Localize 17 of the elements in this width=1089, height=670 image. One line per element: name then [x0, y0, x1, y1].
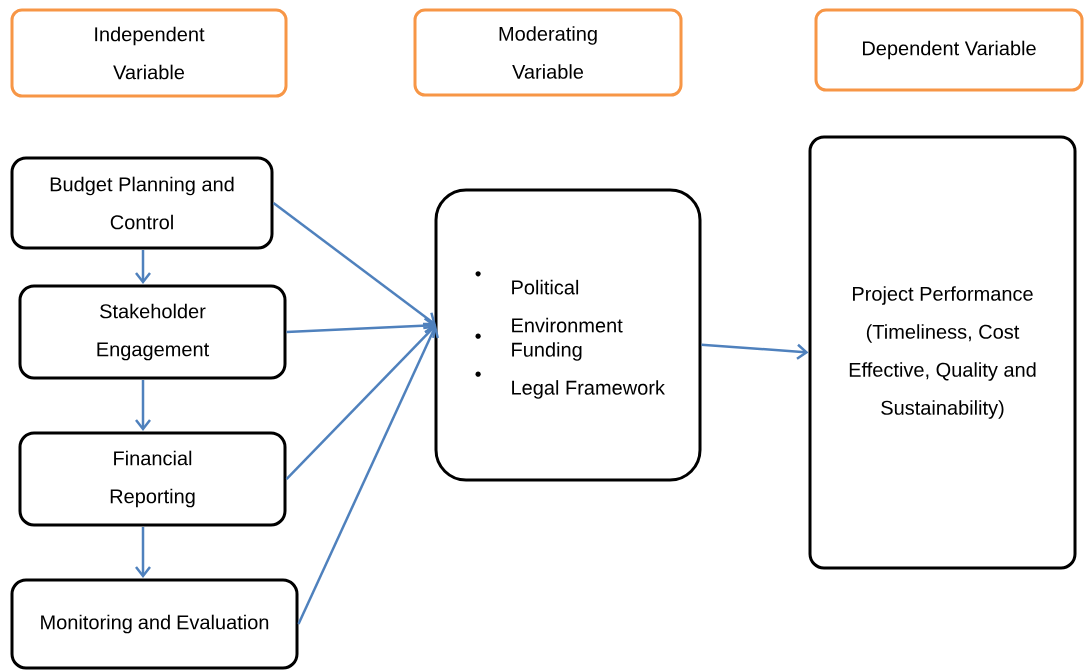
arrow — [272, 202, 436, 326]
arrow — [135, 250, 151, 284]
process-box: Monitoring and Evaluation — [10, 578, 299, 670]
arrow — [286, 317, 436, 334]
arrow — [135, 527, 151, 578]
process-box: Project Performance (Timeliness, Cost Effective, Quality and Sustainability) — [808, 135, 1077, 570]
arrow — [297, 325, 439, 625]
process-box: Financial Reporting — [18, 431, 287, 527]
arrow — [701, 343, 809, 360]
arrow — [135, 380, 151, 431]
arrow — [285, 325, 436, 480]
bullet-list-box: Political Environment Funding Legal Framework — [434, 188, 702, 482]
process-box: Stakeholder Engagement — [18, 284, 287, 380]
process-box: Budget Planning and Control — [10, 156, 274, 250]
heading-box: Dependent Variable — [814, 8, 1084, 92]
heading-box: Moderating Variable — [413, 8, 683, 97]
heading-box: Independent Variable — [10, 8, 288, 98]
